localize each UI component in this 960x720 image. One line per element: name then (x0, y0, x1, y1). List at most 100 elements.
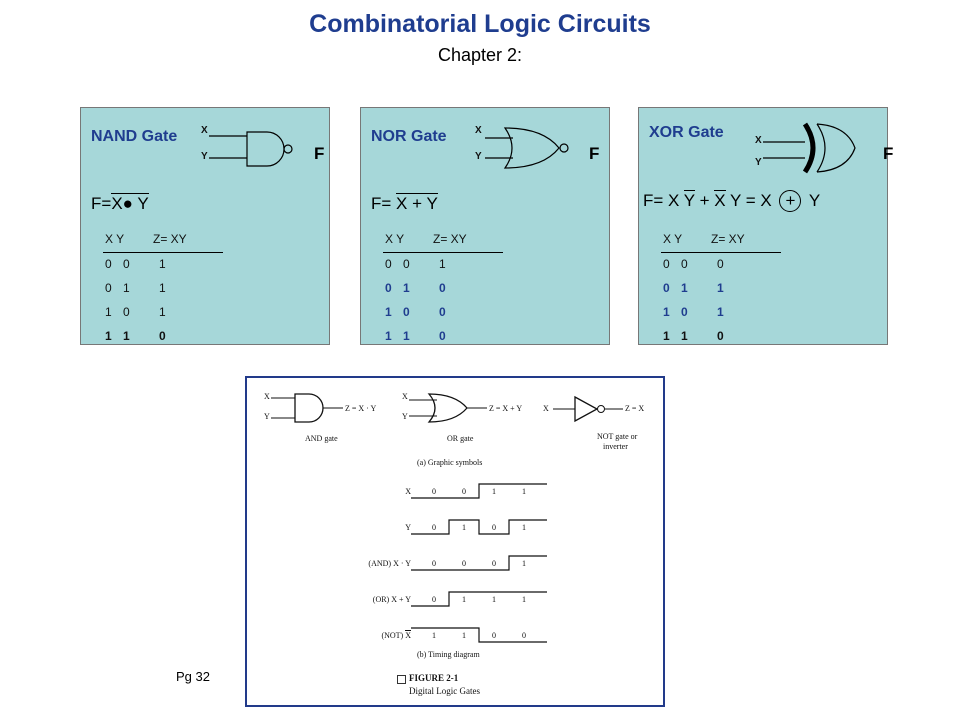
table-cell: 1 (385, 329, 392, 343)
xor-formula-part: + (694, 191, 715, 210)
xor-formula-part: F= X (643, 191, 684, 210)
waveform-value: 1 (522, 559, 526, 568)
timing-row-label: (NOT) X (381, 630, 411, 640)
nor-table-header-xy: X Y (385, 232, 405, 246)
xor-circled-plus: + (779, 190, 802, 212)
waveform-value: 0 (462, 559, 466, 568)
waveform-line (411, 627, 547, 643)
figure-subtitle: Digital Logic Gates (409, 686, 480, 696)
table-cell: 1 (105, 305, 112, 319)
table-cell: 0 (439, 281, 446, 295)
table-cell: 0 (105, 281, 112, 295)
table-cell: 1 (439, 257, 446, 271)
or-gate-caption: OR gate (447, 434, 474, 443)
graphic-symbols-caption: (a) Graphic symbols (417, 458, 483, 467)
or-input-x: X (402, 392, 408, 401)
xor-gate-symbol (763, 122, 856, 174)
table-cell: 0 (681, 305, 688, 319)
table-cell: 0 (439, 305, 446, 319)
table-cell: 1 (403, 329, 410, 343)
and-input-x: X (264, 392, 270, 401)
table-cell: 0 (717, 257, 724, 271)
waveform-value: 0 (492, 631, 496, 640)
table-cell: 1 (403, 281, 410, 295)
nor-input-x-label: X (475, 125, 482, 136)
waveform-value: 0 (492, 523, 496, 532)
table-cell: 0 (123, 305, 130, 319)
waveform-value: 1 (492, 487, 496, 496)
xor-output-label: F (883, 144, 894, 163)
waveform-value: 1 (462, 631, 466, 640)
table-cell: 0 (681, 257, 688, 271)
waveform-value: 0 (432, 595, 436, 604)
xor-formula-overbar-x: X (714, 190, 726, 210)
figure-2-1-scan: X Y Z = X · Y AND gate X Y Z = X + Y OR … (245, 376, 665, 707)
nand-formula: F=X● Y (91, 193, 149, 214)
xor-gate-title: XOR Gate (649, 124, 724, 141)
nor-gate-symbol (485, 127, 569, 169)
nand-table-header-xy: X Y (105, 232, 125, 246)
table-cell: 1 (717, 305, 724, 319)
timing-row-label: X (405, 487, 411, 496)
table-cell: 1 (159, 257, 166, 271)
and-gate-symbol (271, 393, 343, 423)
not-gate-caption: NOT gate or (597, 432, 638, 441)
table-cell: 1 (123, 281, 130, 295)
waveform-line (411, 519, 547, 535)
and-input-y: Y (264, 412, 270, 421)
xor-input-x-label: X (755, 135, 762, 146)
waveform-value: 0 (432, 523, 436, 532)
nand-gate-symbol (209, 131, 293, 167)
waveform-line (411, 555, 547, 571)
xor-formula: F= X Y + X Y = X + Y (643, 190, 820, 212)
nor-formula-prefix: F= (371, 194, 392, 213)
table-cell: 0 (403, 305, 410, 319)
not-gate-caption-2: inverter (603, 442, 628, 451)
waveform-value: 1 (492, 595, 496, 604)
nand-formula-prefix: F= (91, 194, 112, 213)
and-gate-caption: AND gate (305, 434, 338, 443)
page-number: Pg 32 (176, 669, 210, 684)
nor-input-y-label: Y (475, 151, 482, 162)
and-output-label: Z = X · Y (345, 404, 377, 413)
not-output-label: Z = X (625, 404, 645, 413)
table-cell: 0 (717, 329, 724, 343)
table-cell: 1 (385, 305, 392, 319)
xor-formula-part: Y = X (725, 191, 777, 210)
table-cell: 0 (385, 281, 392, 295)
table-cell: 0 (159, 329, 166, 343)
table-cell: 1 (123, 329, 130, 343)
timing-row-label: (OR) X + Y (372, 595, 411, 604)
table-cell: 0 (105, 257, 112, 271)
table-cell: 1 (681, 281, 688, 295)
table-cell: 0 (123, 257, 130, 271)
table-cell: 1 (663, 305, 670, 319)
nand-input-y-label: Y (201, 151, 208, 162)
waveform-value: 1 (522, 595, 526, 604)
waveform-value: 0 (432, 487, 436, 496)
waveform-value: 1 (522, 487, 526, 496)
nor-table-header-z: Z= XY (433, 232, 467, 246)
nand-input-x-label: X (201, 125, 208, 136)
waveform-value: 0 (462, 487, 466, 496)
timing-diagram-caption: (b) Timing diagram (417, 650, 480, 659)
waveform-line (411, 483, 547, 499)
table-cell: 1 (159, 305, 166, 319)
table-cell: 1 (681, 329, 688, 343)
or-output-label: Z = X + Y (489, 404, 523, 413)
waveform-value: 0 (432, 559, 436, 568)
xor-table-header-z: Z= XY (711, 232, 745, 246)
not-input-x: X (543, 404, 549, 413)
xor-formula-part: Y (804, 191, 821, 210)
table-cell: 1 (717, 281, 724, 295)
figure-title-box (397, 675, 406, 684)
or-gate-symbol (409, 393, 487, 423)
table-cell: 0 (663, 257, 670, 271)
nor-formula: F= X + Y (371, 193, 438, 214)
nor-formula-overbar: X + Y (396, 193, 438, 213)
